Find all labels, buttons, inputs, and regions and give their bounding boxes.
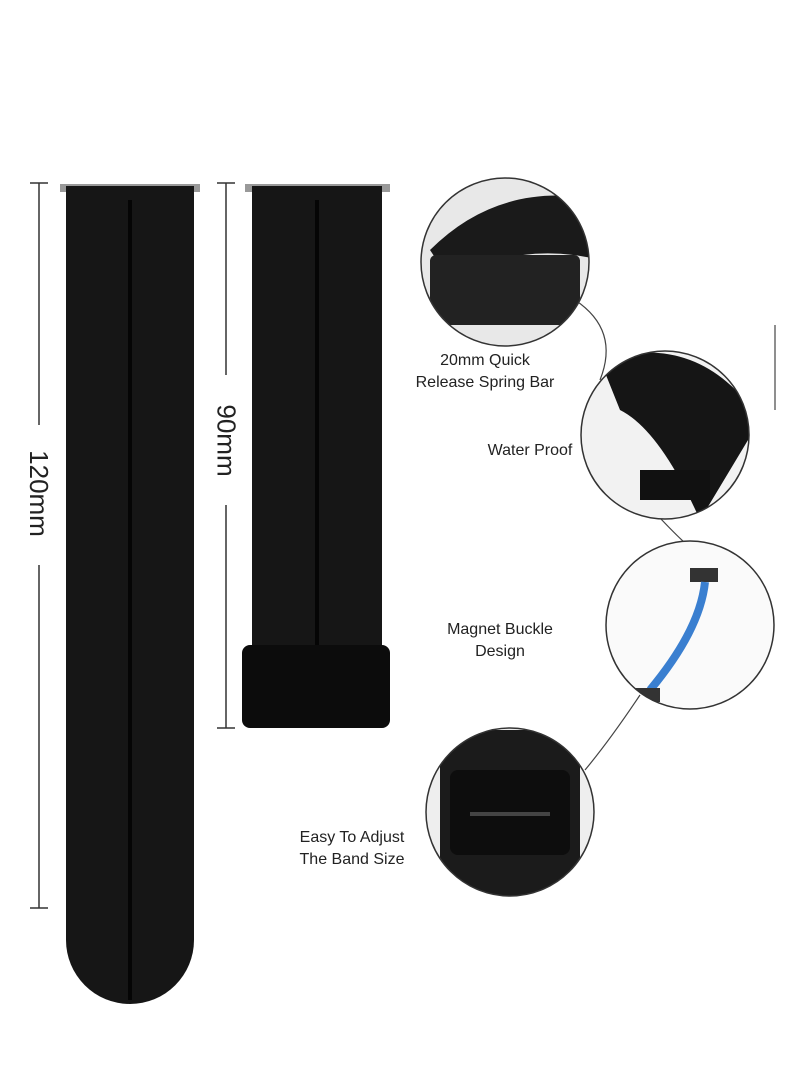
feature-text: Design [475, 643, 525, 660]
feature-adjust-size: Easy To Adjust The Band Size [282, 827, 422, 871]
feature-text: The Band Size [299, 851, 405, 868]
length-label-120: 120mm [23, 450, 54, 537]
feature-text: Magnet Buckle [447, 621, 553, 638]
length-label-90: 90mm [211, 404, 242, 477]
feature-water-proof: Water Proof [465, 440, 595, 462]
dimension-line-90 [217, 182, 235, 729]
long-strap [60, 184, 200, 1004]
feature-text: Easy To Adjust [299, 829, 405, 846]
feature-spring-bar: 20mm Quick Release Spring Bar [400, 350, 570, 394]
feature-magnet-buckle: Magnet Buckle Design [435, 619, 565, 663]
short-strap [242, 184, 390, 728]
dimension-line-120 [30, 182, 48, 909]
feature-text: Release Spring Bar [415, 374, 555, 391]
feature-text: 20mm Quick [440, 352, 530, 369]
feature-text: Water Proof [487, 442, 573, 459]
